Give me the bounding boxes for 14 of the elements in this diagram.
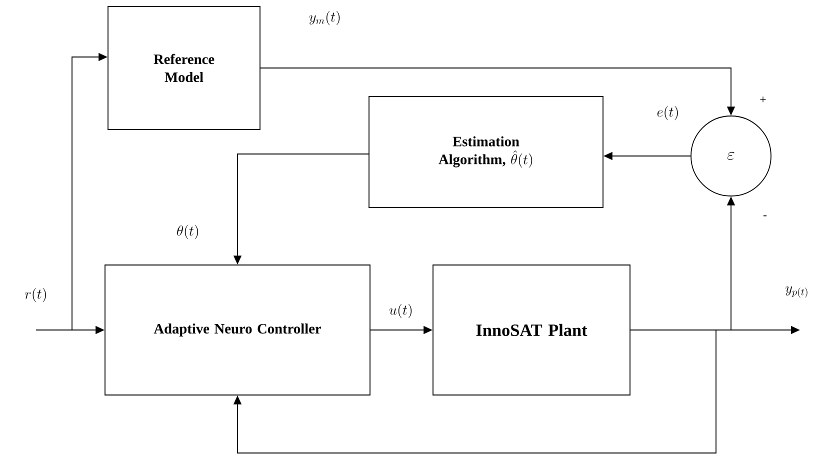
sign-label: +	[760, 96, 766, 102]
edge-label: $u(t)$	[388, 302, 414, 320]
edge-label: $\theta(t)$	[176, 224, 200, 240]
edge-label: $y_m(t)$	[308, 10, 342, 26]
summing-junction: $\varepsilon$	[690, 116, 772, 196]
arrow	[233, 330, 716, 454]
block-box: InnoSAT Plant	[432, 264, 630, 396]
block-box: Estimation Algorithm, $\hat{\theta}(t)$	[368, 96, 604, 208]
edge-label: $r(t)$	[24, 286, 48, 304]
edge-label: $e(t)$	[656, 104, 680, 122]
edge-label: $y_{p(t)}$	[784, 285, 810, 299]
block-box: Reference Model	[108, 6, 260, 130]
block-box: Adaptive Neuro Controller	[104, 264, 370, 396]
sign-label: -	[763, 215, 767, 216]
